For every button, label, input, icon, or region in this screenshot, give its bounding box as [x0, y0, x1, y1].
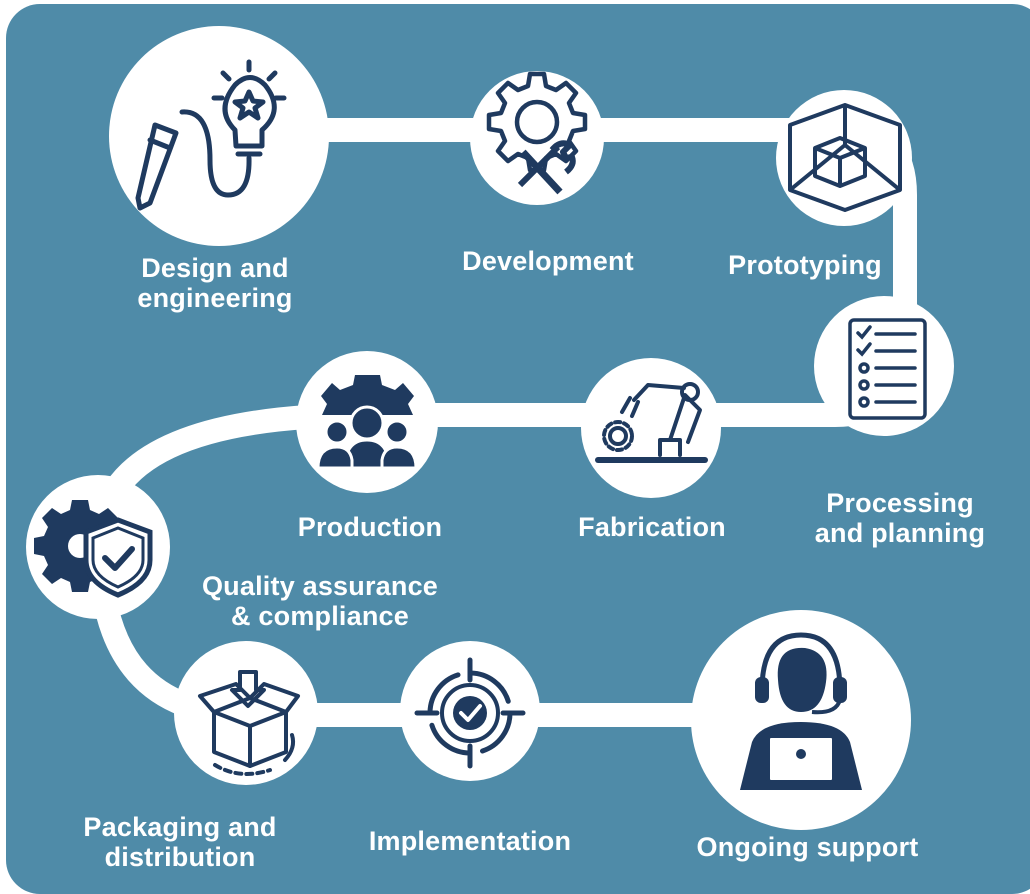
step-label-design: Design and engineering [137, 253, 293, 313]
step-label-packaging: Packaging and distribution [83, 812, 277, 872]
step-label-prototyping: Prototyping [728, 250, 882, 280]
process-diagram [26, 26, 954, 830]
team-gear-icon [316, 375, 418, 470]
step-label-production: Production [297, 512, 443, 542]
cube-icon [788, 103, 902, 212]
target-check-icon [414, 657, 526, 769]
step-circle-support [691, 610, 911, 830]
step-circle-development [470, 71, 604, 205]
step-circle-packaging [174, 641, 318, 785]
headset-agent-icon [740, 632, 862, 790]
step-label-processing: Processing and planning [814, 488, 986, 548]
step-label-development: Development [462, 246, 634, 276]
step-circle-design [109, 26, 329, 246]
package-box-icon [198, 670, 300, 776]
step-circle-fabrication [581, 358, 721, 498]
robotic-arm-icon [595, 382, 708, 463]
step-label-support: Ongoing support [696, 832, 919, 862]
lightbulb-pencil-icon [135, 59, 287, 211]
gear-wrench-icon [486, 71, 588, 195]
step-label-fabrication: Fabrication [578, 512, 726, 542]
step-label-quality: Quality assurance & compliance [201, 571, 438, 631]
step-circle-processing [814, 296, 954, 436]
gear-shield-check-icon [34, 500, 153, 598]
checklist-icon [848, 318, 927, 420]
step-label-implementation: Implementation [368, 826, 572, 856]
